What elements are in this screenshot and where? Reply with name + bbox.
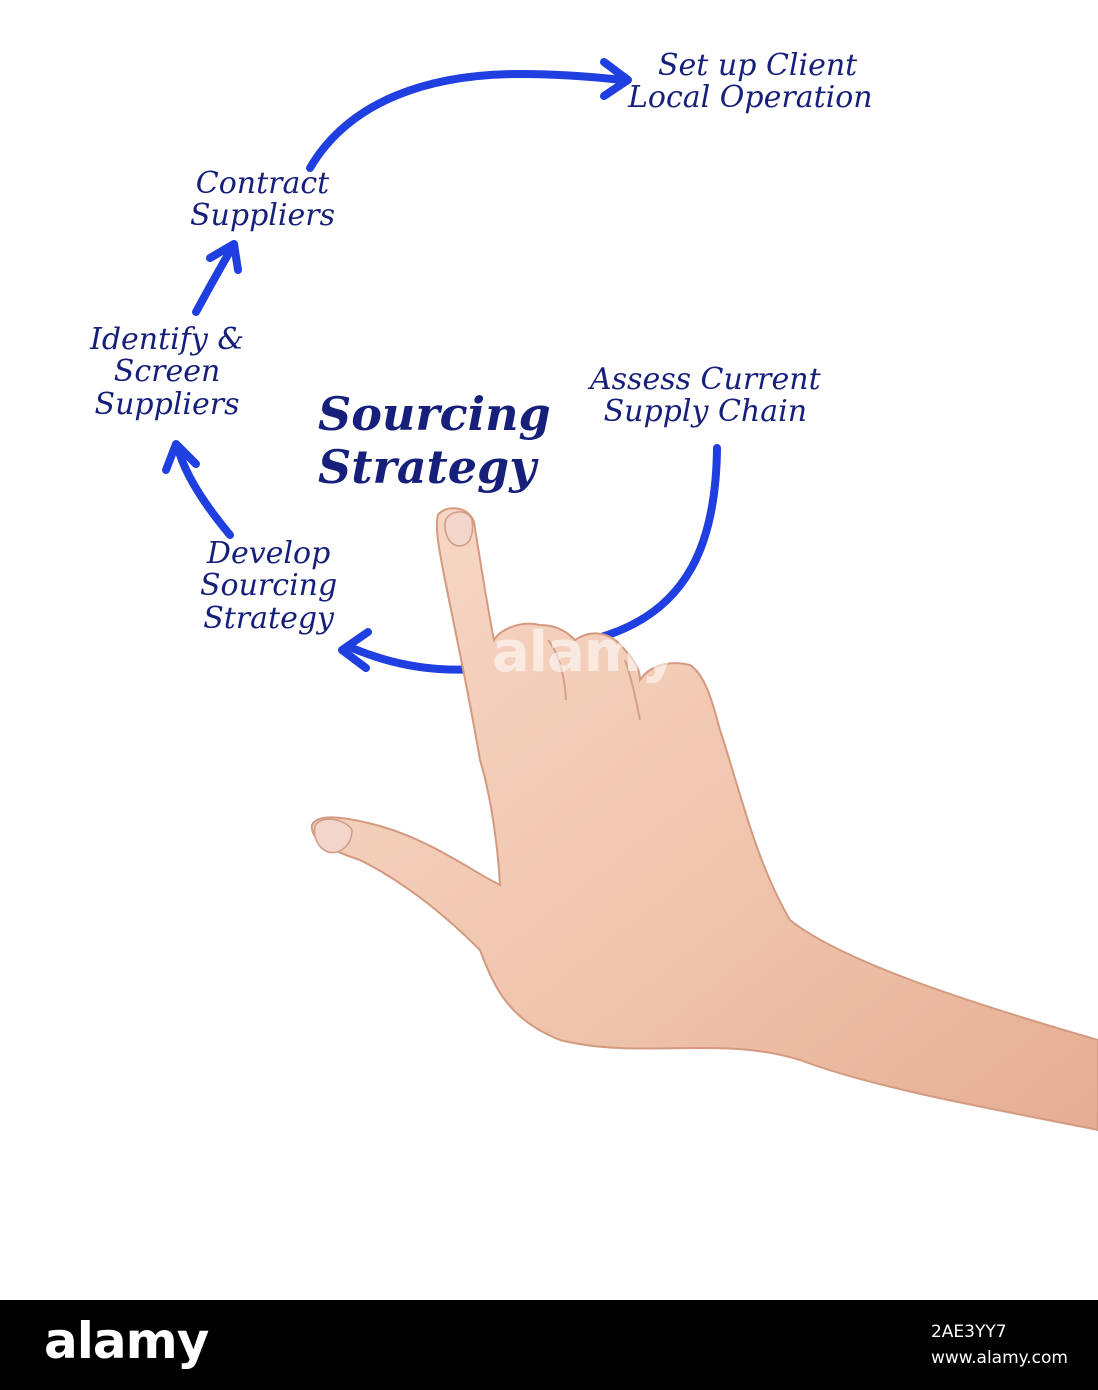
watermark: alamy	[492, 620, 678, 685]
step-assess-current-supply-chain: Assess Current Supply Chain	[590, 362, 821, 430]
diagram-canvas: Set up Client Local Operation Contract S…	[90, 48, 1098, 1132]
step-setup-client-local-operation: Set up Client Local Operation	[628, 48, 873, 116]
site-url: www.alamy.com	[930, 1347, 1068, 1368]
step-setup-line1: Set up Client	[658, 48, 858, 83]
step-contract-line1: Contract	[195, 166, 330, 201]
step-assess-line1: Assess Current	[590, 362, 821, 397]
step-setup-line2: Local Operation	[628, 80, 873, 116]
step-develop-line1: Develop	[206, 536, 331, 571]
center-title-line2: Strategy	[318, 439, 536, 494]
step-identify-line2: Screen	[113, 354, 221, 390]
pointing-hand-image	[310, 507, 1098, 1132]
step-identify-line3: Suppliers	[94, 386, 240, 422]
cycle-diagram	[162, 58, 1098, 1132]
center-title: Sourcing Strategy	[318, 388, 551, 494]
step-identify-line1: Identify &	[90, 322, 245, 357]
step-develop-line3: Strategy	[203, 600, 334, 636]
arrow-develop-to-identify	[162, 440, 234, 539]
arrow-contract-to-setup	[306, 58, 632, 172]
step-develop-sourcing-strategy: Develop Sourcing Strategy	[200, 536, 338, 636]
step-identify-screen-suppliers: Identify & Screen Suppliers	[90, 322, 245, 422]
footer-meta: 2AE3YY7 www.alamy.com	[931, 1320, 1068, 1371]
arrow-identify-to-contract	[192, 240, 242, 316]
center-title-line1: Sourcing	[318, 387, 551, 441]
step-contract-line2: Suppliers	[190, 198, 335, 234]
footer-logo: alamy	[44, 1312, 209, 1370]
step-contract-suppliers: Contract Suppliers	[190, 166, 335, 234]
footer-bar: alamy 2AE3YY7 www.alamy.com	[0, 1300, 1098, 1390]
step-develop-line2: Sourcing	[200, 568, 338, 604]
image-id: 2AE3YY7	[930, 1322, 1007, 1342]
step-assess-line2: Supply Chain	[603, 394, 808, 430]
